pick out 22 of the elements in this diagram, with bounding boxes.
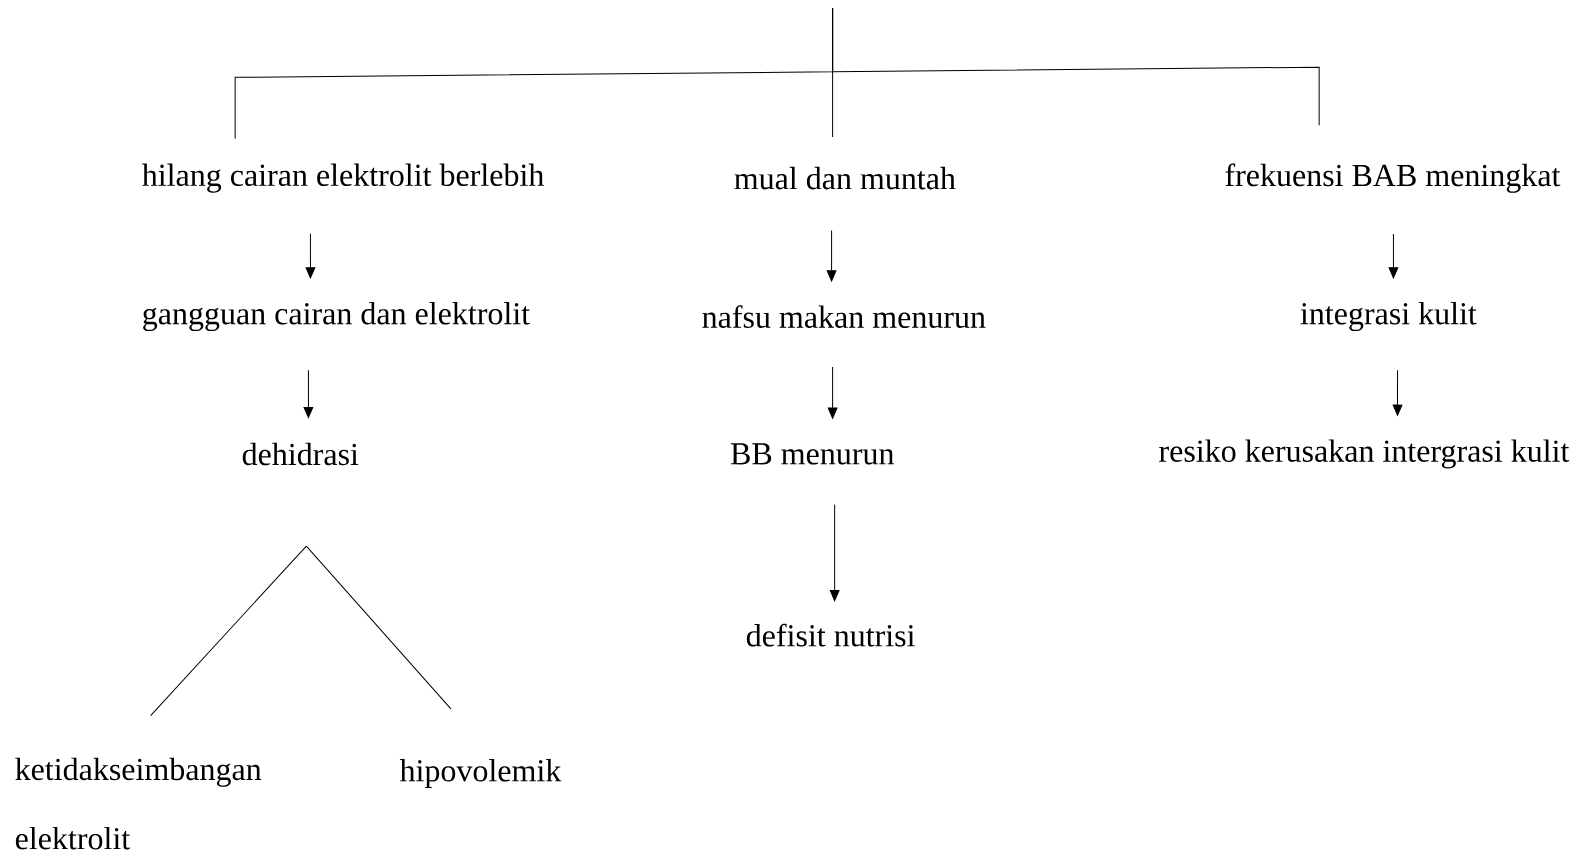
label-text: resiko kerusakan intergrasi kulit [1159, 439, 1570, 469]
arrow [826, 230, 837, 282]
label-text: integrasi kulit [1300, 301, 1477, 332]
label-text: frekuensi BAB meningkat [1225, 163, 1561, 193]
arrow [305, 233, 316, 279]
tree-line [832, 7, 1320, 126]
label-text: nafsu makan menurun [702, 305, 986, 328]
arrow [303, 369, 314, 419]
branch-line [305, 545, 452, 710]
arrow [827, 366, 838, 419]
label-text: ketidakseimbangan elektrolit [15, 757, 262, 850]
label-text: BB menurun [730, 443, 894, 465]
label-text: mual dan muntah [734, 166, 956, 190]
label-text: dehidrasi [242, 442, 359, 466]
arrow [1388, 233, 1399, 279]
label-text: hipovolemik [399, 759, 562, 789]
arrow [1392, 369, 1403, 416]
label-text: hilang cairan elektrolit berlebih [142, 163, 544, 193]
label-text: defisit nutrisi [746, 623, 915, 647]
arrow [829, 504, 840, 602]
label-text: gangguan cairan dan elektrolit [143, 301, 530, 332]
branch-line [150, 545, 307, 717]
